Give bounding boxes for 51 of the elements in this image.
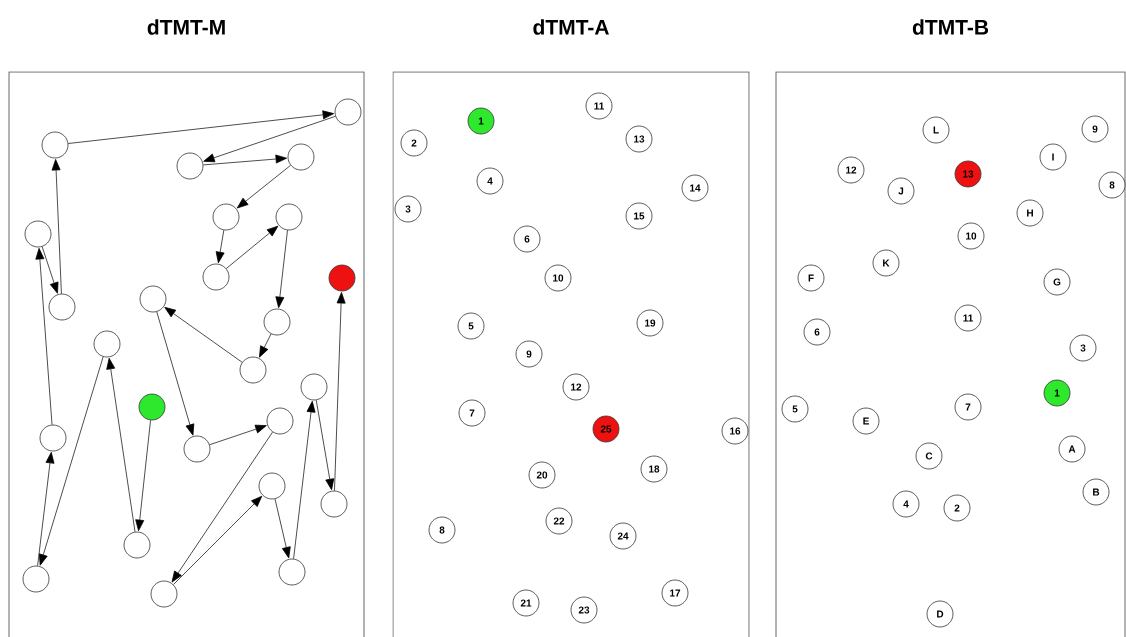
circle-node <box>24 220 52 248</box>
arrow <box>135 419 151 532</box>
circle-node <box>328 264 356 292</box>
arrow <box>171 431 273 583</box>
circle-node <box>334 98 362 126</box>
arrow <box>39 356 104 566</box>
panel: dTMT-M <box>8 19 365 637</box>
arrow <box>315 399 335 491</box>
circle-node <box>139 285 167 313</box>
circle-node <box>258 472 286 500</box>
circle-node <box>22 565 50 593</box>
circle-node <box>212 203 240 231</box>
circle-node <box>287 143 315 171</box>
circle-node <box>275 203 303 231</box>
circle-node <box>48 293 76 321</box>
arrow <box>293 400 316 560</box>
arrow <box>275 229 288 309</box>
arrow <box>106 357 136 533</box>
circle-node <box>300 373 328 401</box>
arrow <box>203 116 336 163</box>
circle-node <box>93 330 121 358</box>
arrow <box>41 246 59 294</box>
circle-node <box>278 558 306 586</box>
arrow <box>334 292 346 491</box>
arrow <box>274 498 291 559</box>
arrow <box>164 307 243 363</box>
arrow <box>209 424 267 446</box>
circle-node <box>39 424 67 452</box>
arrow <box>37 451 55 567</box>
arrow <box>67 110 335 144</box>
circle-node <box>202 263 230 291</box>
arrow <box>173 495 263 585</box>
arrow <box>51 159 62 294</box>
circle-node <box>138 393 166 421</box>
circle-node <box>263 308 291 336</box>
circle-node <box>320 490 348 518</box>
arrow <box>236 165 291 209</box>
arrow <box>156 311 195 436</box>
circle-node <box>183 435 211 463</box>
circle-node <box>176 152 204 180</box>
arrow <box>215 229 225 264</box>
circle-node <box>239 356 267 384</box>
circle-node <box>150 580 178 608</box>
circle-node <box>41 131 69 159</box>
arrow <box>259 333 272 358</box>
circle-node <box>123 531 151 559</box>
arrow <box>35 248 53 425</box>
arrow <box>226 225 279 269</box>
arrow <box>203 154 287 166</box>
node-label: 8 <box>1109 181 1115 189</box>
circle-node <box>266 407 294 435</box>
